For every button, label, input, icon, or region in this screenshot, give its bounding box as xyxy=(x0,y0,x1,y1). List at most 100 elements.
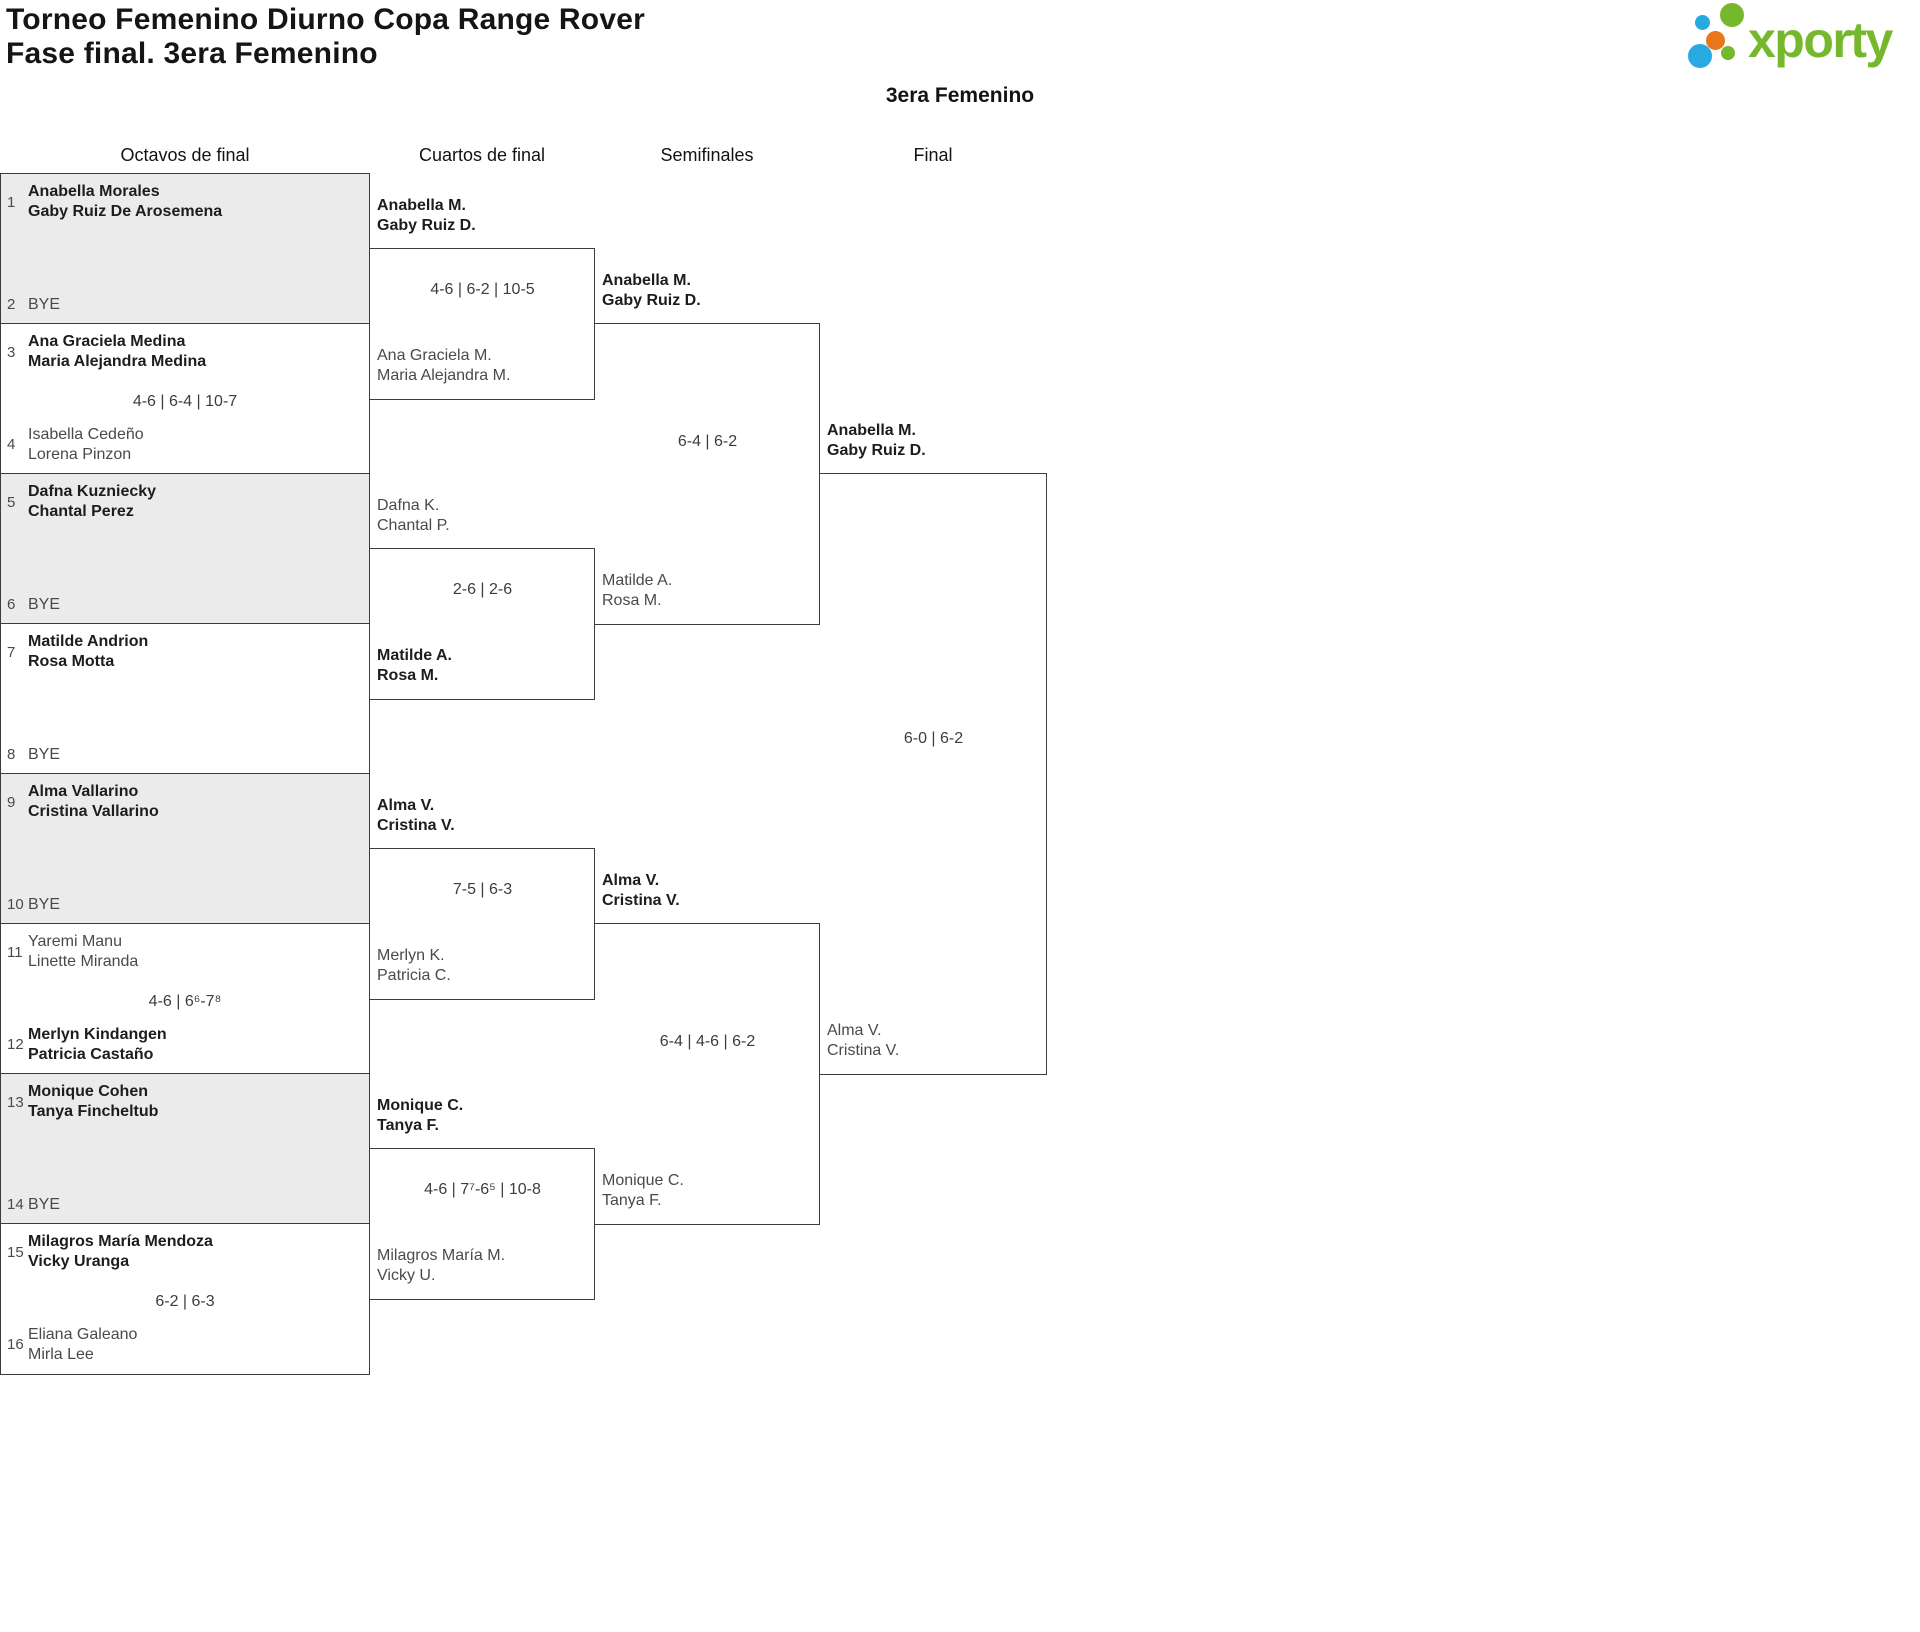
team-name-line1: Ana Graciela Medina xyxy=(28,333,186,350)
seed-number: 6 xyxy=(7,596,16,613)
round-header-final: Final xyxy=(913,145,953,165)
team-name-line2: Cristina V. xyxy=(827,1042,900,1059)
seed-number: 9 xyxy=(7,793,16,811)
logo-dot-green-big-icon xyxy=(1720,3,1744,27)
match-score: 4-6 | 6⁶-7⁸ xyxy=(148,992,222,1010)
match-score: 6-0 | 6-2 xyxy=(903,730,964,747)
octavos-match-box-5[interactable]: 9 Alma Vallarino Cristina Vallarino 10 B… xyxy=(0,773,370,925)
match-score: 4-6 | 6-2 | 10-5 xyxy=(430,281,535,298)
team-name-line1: Milagros María Mendoza xyxy=(28,1233,213,1250)
team-name: Anabella Morales Gaby Ruiz De Arosemena xyxy=(28,182,222,222)
team-name-line1: Yaremi Manu xyxy=(28,933,122,950)
team-entry: 10 BYE xyxy=(7,895,363,915)
team-name-line2: Vicky U. xyxy=(377,1267,436,1284)
team-name: BYE xyxy=(28,295,60,315)
team-name-line2: Tanya F. xyxy=(602,1192,662,1209)
team-entry: 6 BYE xyxy=(7,595,363,615)
team-name-line2: Linette Miranda xyxy=(28,953,139,970)
team-name-line2: Tanya Fincheltub xyxy=(28,1103,159,1120)
cuartos-match-box-2[interactable] xyxy=(370,548,595,700)
team-name: BYE xyxy=(28,745,60,765)
octavos-match-box-3[interactable]: 5 Dafna Kuzniecky Chantal Perez 6 BYE xyxy=(0,473,370,625)
octavos-match-box-2[interactable]: 3 Ana Graciela Medina Maria Alejandra Me… xyxy=(0,323,370,475)
team-name-line2: Cristina V. xyxy=(602,892,680,909)
xporty-logo: xporty xyxy=(1686,2,1914,74)
team-name-line1: Alma V. xyxy=(602,872,660,889)
match-score: 4-6 | 7⁷-6⁵ | 10-8 xyxy=(424,1181,541,1198)
team-name-line2: Gaby Ruiz D. xyxy=(602,292,701,309)
team-name-line2: Rosa M. xyxy=(377,667,439,684)
team-label: Alma V. Cristina V. xyxy=(602,871,680,911)
team-label: Dafna K. Chantal P. xyxy=(377,496,450,536)
team-name-line1: Anabella M. xyxy=(602,272,691,289)
team-name-line2: Patricia Castaño xyxy=(28,1045,154,1063)
team-name: Monique Cohen Tanya Fincheltub xyxy=(28,1082,158,1122)
final-match-box[interactable] xyxy=(820,473,1047,1075)
team-name-line1: Isabella Cedeño xyxy=(28,425,144,443)
seed-number: 16 xyxy=(7,1336,24,1353)
seed-number: 2 xyxy=(7,296,16,313)
team-name-line1: Alma V. xyxy=(827,1022,882,1039)
team-name: Eliana Galeano Mirla Lee xyxy=(28,1325,137,1365)
team-name-line1: Ana Graciela M. xyxy=(377,347,492,364)
team-name-line1: Dafna K. xyxy=(377,497,440,514)
team-name-line1: BYE xyxy=(28,295,61,313)
octavos-match-box-7[interactable]: 13 Monique Cohen Tanya Fincheltub 14 BYE xyxy=(0,1073,370,1225)
team-name-line2: Cristina V. xyxy=(377,817,455,834)
round-header-semifinales: Semifinales xyxy=(660,145,754,165)
match-score: 6-2 | 6-3 xyxy=(155,1292,215,1310)
cuartos-match-box-1[interactable] xyxy=(370,248,595,400)
team-label: Milagros María M. Vicky U. xyxy=(377,1246,505,1286)
team-entry: 3 Ana Graciela Medina Maria Alejandra Me… xyxy=(7,332,363,372)
team-name-line2: Rosa Motta xyxy=(28,653,115,670)
team-entry: 15 Milagros María Mendoza Vicky Uranga xyxy=(7,1232,363,1272)
team-name: Milagros María Mendoza Vicky Uranga xyxy=(28,1232,213,1272)
team-name-line1: Merlyn Kindangen xyxy=(28,1025,167,1043)
team-entry: 13 Monique Cohen Tanya Fincheltub xyxy=(7,1082,363,1122)
octavos-match-box-6[interactable]: 11 Yaremi Manu Linette Miranda 4-6 | 6⁶-… xyxy=(0,923,370,1075)
seed-number: 15 xyxy=(7,1243,24,1261)
team-entry: 16 Eliana Galeano Mirla Lee xyxy=(7,1325,363,1365)
team-name-line2: Rosa M. xyxy=(602,592,662,609)
match-score: 2-6 | 2-6 xyxy=(452,581,513,598)
round-header-octavos: Octavos de final xyxy=(120,145,250,165)
page-title: Torneo Femenino Diurno Copa Range Rover … xyxy=(6,3,645,71)
octavos-match-box-4[interactable]: 7 Matilde Andrion Rosa Motta 8 BYE xyxy=(0,623,370,775)
category-title: 3era Femenino xyxy=(885,84,1035,107)
seed-number: 3 xyxy=(7,343,16,361)
team-name-line1: Monique C. xyxy=(377,1097,464,1114)
team-name-line1: Alma Vallarino xyxy=(28,783,139,800)
team-name-line2: Cristina Vallarino xyxy=(28,803,159,820)
team-name-line1: Matilde Andrion xyxy=(28,633,149,650)
team-name: Ana Graciela Medina Maria Alejandra Medi… xyxy=(28,332,206,372)
team-name-line2: Gaby Ruiz D. xyxy=(827,442,926,459)
cuartos-match-box-3[interactable] xyxy=(370,848,595,1000)
cuartos-match-box-4[interactable] xyxy=(370,1148,595,1300)
page-title-line2: Fase final. 3era Femenino xyxy=(6,37,378,70)
team-name: BYE xyxy=(28,1195,60,1215)
team-entry: 14 BYE xyxy=(7,1195,363,1215)
match-score: 6-4 | 4-6 | 6-2 xyxy=(659,1033,756,1050)
team-name-line2: Maria Alejandra Medina xyxy=(28,353,207,370)
team-name-line2: Vicky Uranga xyxy=(28,1253,130,1270)
team-label: Alma V. Cristina V. xyxy=(377,796,455,836)
team-entry: 8 BYE xyxy=(7,745,363,765)
octavos-match-box-1[interactable]: 1 Anabella Morales Gaby Ruiz De Arosemen… xyxy=(0,173,370,325)
semifinal-match-box-2[interactable] xyxy=(595,923,820,1225)
octavos-match-box-8[interactable]: 15 Milagros María Mendoza Vicky Uranga 6… xyxy=(0,1223,370,1375)
team-name-line1: Milagros María M. xyxy=(377,1247,506,1264)
team-entry: 4 Isabella Cedeño Lorena Pinzon xyxy=(7,425,363,465)
logo-dot-blue-small-icon xyxy=(1695,15,1710,30)
team-label: Matilde A. Rosa M. xyxy=(377,646,452,686)
team-entry: 7 Matilde Andrion Rosa Motta xyxy=(7,632,363,672)
logo-wordmark: xporty xyxy=(1748,12,1893,68)
seed-number: 8 xyxy=(7,746,16,763)
team-label: Anabella M. Gaby Ruiz D. xyxy=(827,421,926,461)
team-name-line1: Monique C. xyxy=(602,1172,684,1189)
match-score: 6-4 | 6-2 xyxy=(677,433,738,450)
team-name-line2: Gaby Ruiz De Arosemena xyxy=(28,203,223,220)
semifinal-match-box-1[interactable] xyxy=(595,323,820,625)
team-name-line2: Patricia C. xyxy=(377,967,451,984)
team-label: Alma V. Cristina V. xyxy=(827,1021,899,1061)
team-label: Matilde A. Rosa M. xyxy=(602,571,672,611)
